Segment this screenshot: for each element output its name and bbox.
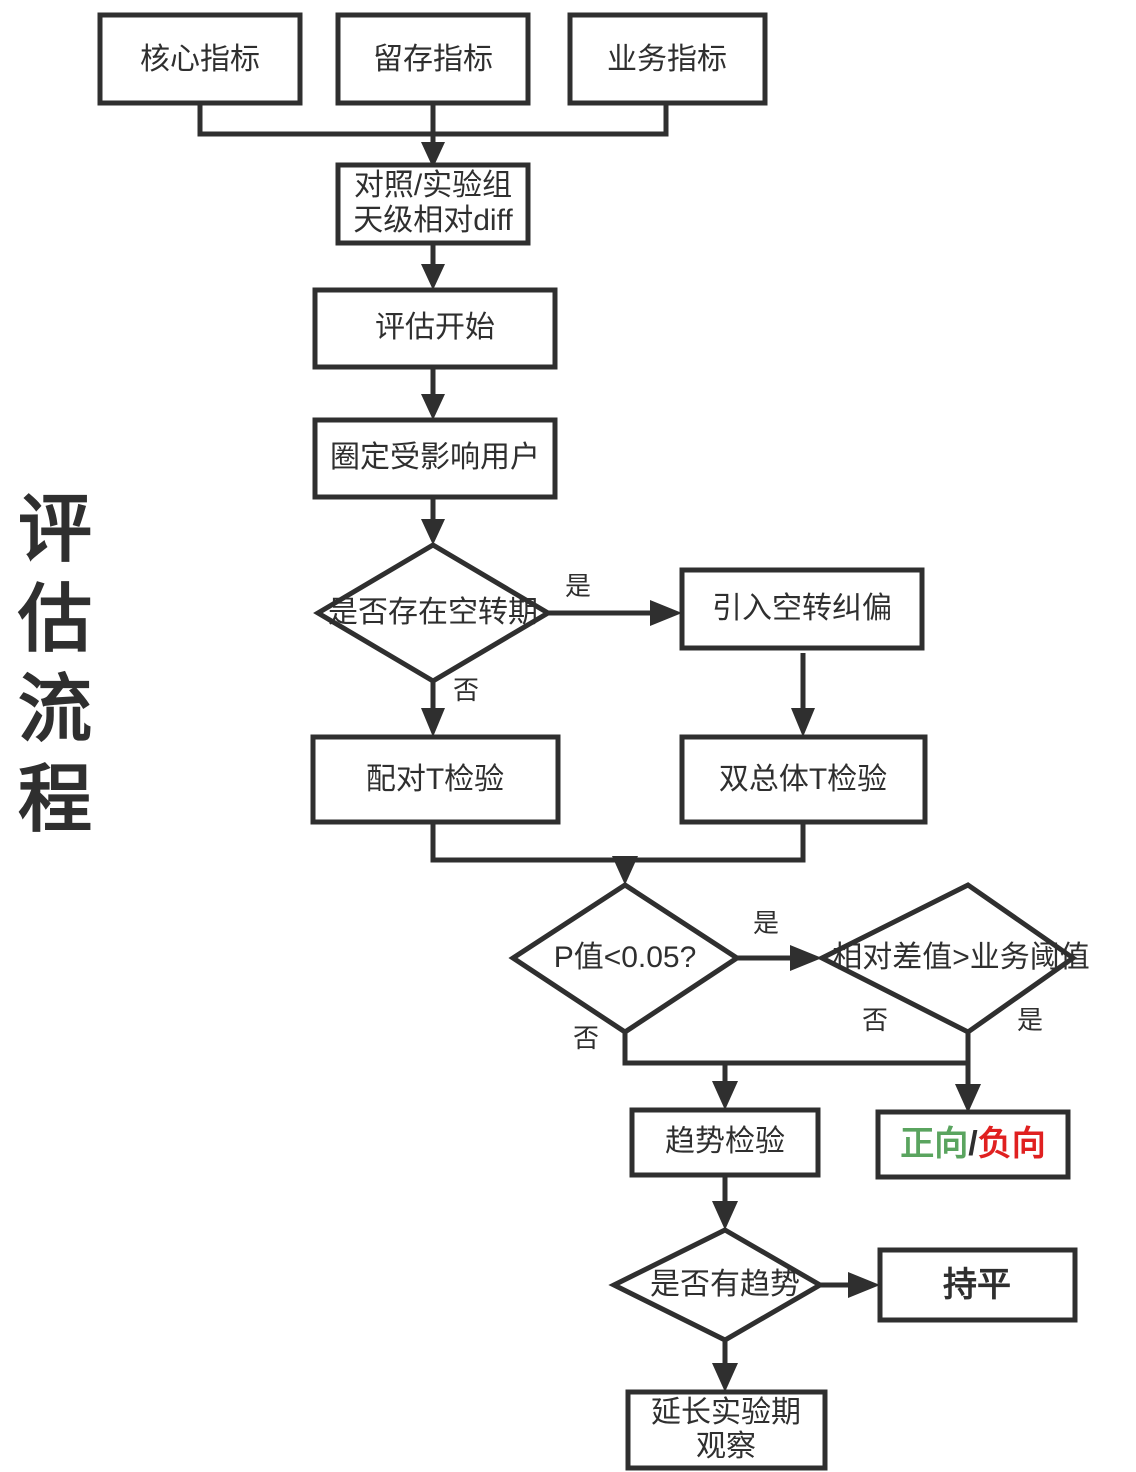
arrowhead-has-trend [712, 1201, 738, 1230]
extend-experiment-label-line2: 观察 [696, 1430, 756, 1463]
arrowhead-paired-t [421, 708, 445, 737]
has-trend-diamond[interactable] [608, 1227, 825, 1343]
arrowhead-idle-correction [650, 600, 682, 626]
select-users-label: 圈定受影响用户 [330, 441, 540, 474]
threshold-diamond[interactable] [816, 882, 1078, 1035]
node-two-sample-t-test[interactable]: 双总体T检验 [679, 734, 928, 825]
retention-metric-box[interactable] [335, 12, 531, 106]
connector-p-no [622, 1032, 728, 1095]
page-title: 评 估 流 程 [17, 488, 92, 841]
arrowhead-two-sample [791, 708, 815, 737]
eval-start-label: 评估开始 [375, 311, 495, 344]
node-idle-correction[interactable]: 引入空转纠偏 [679, 567, 925, 651]
p-value-diamond[interactable] [508, 882, 742, 1035]
core-metric-box[interactable] [97, 12, 303, 106]
arrowhead-idle-decision [421, 519, 445, 545]
arrowhead-direction-result [955, 1084, 981, 1113]
business-metric-box[interactable] [567, 12, 768, 106]
title-char-3: 流 [18, 668, 92, 751]
node-retention-metric[interactable]: 留存指标 [335, 12, 531, 106]
arrowhead-threshold-decision [790, 945, 822, 971]
trend-test-box[interactable] [629, 1107, 821, 1178]
has-trend-label: 是否有趋势 [650, 1268, 800, 1301]
node-daily-diff[interactable]: 对照/实验组 天级相对diff [335, 162, 531, 246]
connector-threshold-no [725, 1032, 971, 1066]
connector-ttests-bus [430, 822, 806, 863]
edge-label-idle-yes: 是 [565, 571, 591, 601]
two-sample-t-test-box[interactable] [679, 734, 928, 825]
title-char-2: 估 [17, 578, 92, 661]
arrowhead-eval-start [421, 264, 445, 290]
node-direction-result[interactable]: 正向/负向 [875, 1109, 1071, 1180]
extend-experiment-label-line1: 延长实验期 [651, 1396, 801, 1429]
paired-t-test-label: 配对T检验 [366, 763, 504, 796]
direction-result-text: 正向/负向 [900, 1125, 1045, 1163]
arrowhead-flat-result [848, 1272, 880, 1298]
title-char-4: 程 [18, 758, 92, 841]
node-select-users[interactable]: 圈定受影响用户 [312, 417, 558, 500]
node-idle-period-decision[interactable]: 是否存在空转期 [313, 542, 553, 684]
title-char-1: 评 [18, 488, 92, 571]
direction-result-box[interactable] [875, 1109, 1071, 1180]
daily-diff-label-line2: 天级相对diff [353, 204, 513, 237]
select-users-box[interactable] [312, 417, 558, 500]
edge-label-p-yes: 是 [753, 908, 779, 938]
daily-diff-box[interactable] [335, 162, 531, 246]
arrowhead-select-users [421, 394, 445, 420]
trend-test-label: 趋势检验 [665, 1125, 785, 1158]
node-p-value-decision[interactable]: P值<0.05? [508, 882, 742, 1035]
node-flat-result[interactable]: 持平 [877, 1247, 1078, 1323]
node-has-trend-decision[interactable]: 是否有趋势 [608, 1227, 825, 1343]
threshold-label: 相对差值>业务阈值 [832, 941, 1090, 974]
arrowhead-trend-test [712, 1081, 738, 1110]
node-paired-t-test[interactable]: 配对T检验 [310, 734, 561, 825]
edge-label-p-no: 否 [573, 1023, 599, 1053]
edge-label-idle-no: 否 [453, 675, 479, 705]
edge-label-threshold-yes: 是 [1017, 1005, 1043, 1035]
eval-start-box[interactable] [312, 287, 558, 370]
daily-diff-label-line1: 对照/实验组 [354, 169, 512, 202]
direction-separator: / [968, 1125, 978, 1163]
node-eval-start[interactable]: 评估开始 [312, 287, 558, 370]
p-value-label: P值<0.05? [554, 941, 697, 974]
extend-experiment-box[interactable] [625, 1389, 828, 1471]
business-metric-label: 业务指标 [607, 43, 727, 76]
edge-label-threshold-no: 否 [862, 1005, 888, 1035]
idle-correction-label: 引入空转纠偏 [712, 592, 892, 625]
node-core-metric[interactable]: 核心指标 [97, 12, 303, 106]
paired-t-test-box[interactable] [310, 734, 561, 825]
connectors [197, 103, 981, 1392]
node-extend-experiment[interactable]: 延长实验期 观察 [625, 1389, 828, 1471]
flat-result-label: 持平 [943, 1266, 1011, 1304]
idle-period-label: 是否存在空转期 [328, 596, 538, 629]
arrowhead-daily-diff [421, 142, 445, 168]
flat-result-box[interactable] [877, 1247, 1078, 1323]
idle-correction-box[interactable] [679, 567, 925, 651]
node-threshold-decision[interactable]: 相对差值>业务阈值 [816, 882, 1090, 1035]
node-business-metric[interactable]: 业务指标 [567, 12, 768, 106]
core-metric-label: 核心指标 [140, 43, 260, 76]
direction-positive-label: 正向 [900, 1125, 968, 1163]
node-trend-test[interactable]: 趋势检验 [629, 1107, 821, 1178]
two-sample-t-test-label: 双总体T检验 [719, 763, 887, 796]
direction-negative-label: 负向 [978, 1125, 1046, 1163]
retention-metric-label: 留存指标 [373, 43, 493, 76]
idle-period-diamond[interactable] [313, 542, 553, 684]
arrowhead-p-value [612, 856, 638, 885]
arrowhead-extend-experiment [712, 1363, 738, 1392]
